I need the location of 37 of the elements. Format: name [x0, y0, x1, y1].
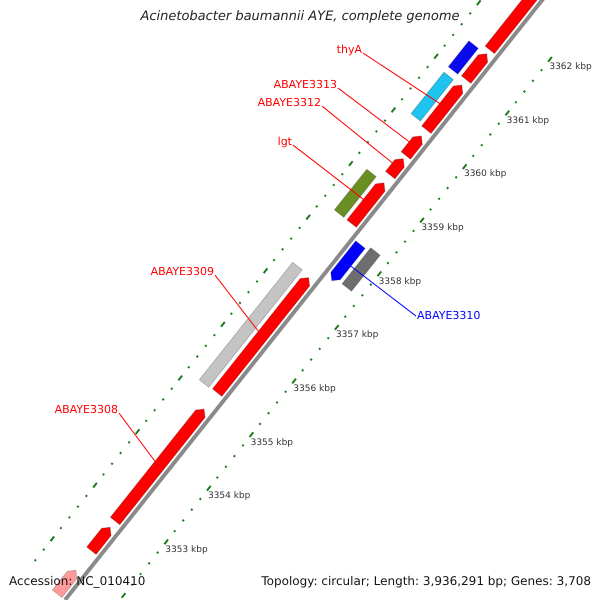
- title: Acinetobacter baumannii AYE, complete genome: [140, 9, 460, 24]
- leader-line: [362, 52, 440, 104]
- scale-label: 3355 kbp: [250, 438, 294, 448]
- scale-label: 3356 kbp: [293, 384, 336, 395]
- scale-label: 3361 kbp: [506, 116, 550, 127]
- scale-label: 3358 kbp: [378, 278, 422, 288]
- accession-text: Accession: NC_010410: [9, 575, 146, 588]
- gene-feature: [384, 158, 405, 180]
- scale-label: 3359 kbp: [421, 224, 464, 234]
- gene-label: thyA: [336, 44, 362, 56]
- scale-label: 3357 kbp: [336, 331, 378, 342]
- gene-label: ABAYE3312: [258, 97, 321, 110]
- gene-bar: [448, 40, 479, 75]
- gene-feature: [421, 84, 464, 134]
- scale-label: 3360 kbp: [464, 170, 506, 180]
- leader-line: [322, 106, 393, 164]
- gene-bar: [342, 247, 381, 292]
- gene-label: ABAYE3310: [417, 310, 480, 322]
- gene-label: lgt: [278, 136, 292, 148]
- gene-label: ABAYE3308: [54, 404, 118, 416]
- gene-feature: [460, 53, 488, 84]
- gene-feature: [330, 240, 366, 282]
- gene-feature: [400, 136, 423, 160]
- scale-label: 3354 kbp: [208, 492, 250, 502]
- gene-bar: [410, 72, 454, 122]
- leader-line: [338, 88, 410, 142]
- scale-label: 3353 kbp: [165, 546, 208, 556]
- leader-line: [350, 266, 416, 317]
- gene-bar: [334, 168, 377, 218]
- leader-line: [214, 274, 259, 332]
- gene-feature: [346, 182, 386, 228]
- leader-line: [292, 144, 364, 200]
- gene-label: ABAYE3313: [274, 79, 337, 92]
- scale-label: 3362 kbp: [549, 63, 592, 73]
- gene-feature: [86, 526, 112, 556]
- gene-label: ABAYE3309: [150, 266, 214, 278]
- summary-text: Topology: circular; Length: 3,936,291 bp; Genes: 3,708: [261, 575, 591, 588]
